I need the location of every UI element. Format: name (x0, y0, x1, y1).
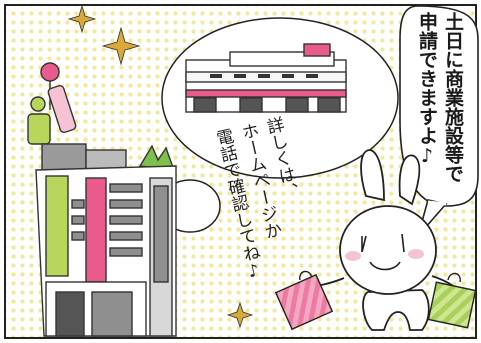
speech-line-1: 土日に商業施設等で (442, 12, 464, 183)
rabbit-character-illustration (305, 149, 459, 331)
sparkle-icons (67, 4, 254, 329)
speech-line-2: 申請できますよ♪ (416, 12, 438, 167)
shopping-bag-pink-icon (274, 270, 334, 331)
shopping-bag-green-icon (427, 272, 477, 329)
speech-bubble-text: 土日に商業施設等で 申請できますよ♪ (410, 12, 466, 198)
building-illustration (27, 62, 177, 337)
shopping-mall-illustration (185, 43, 347, 113)
